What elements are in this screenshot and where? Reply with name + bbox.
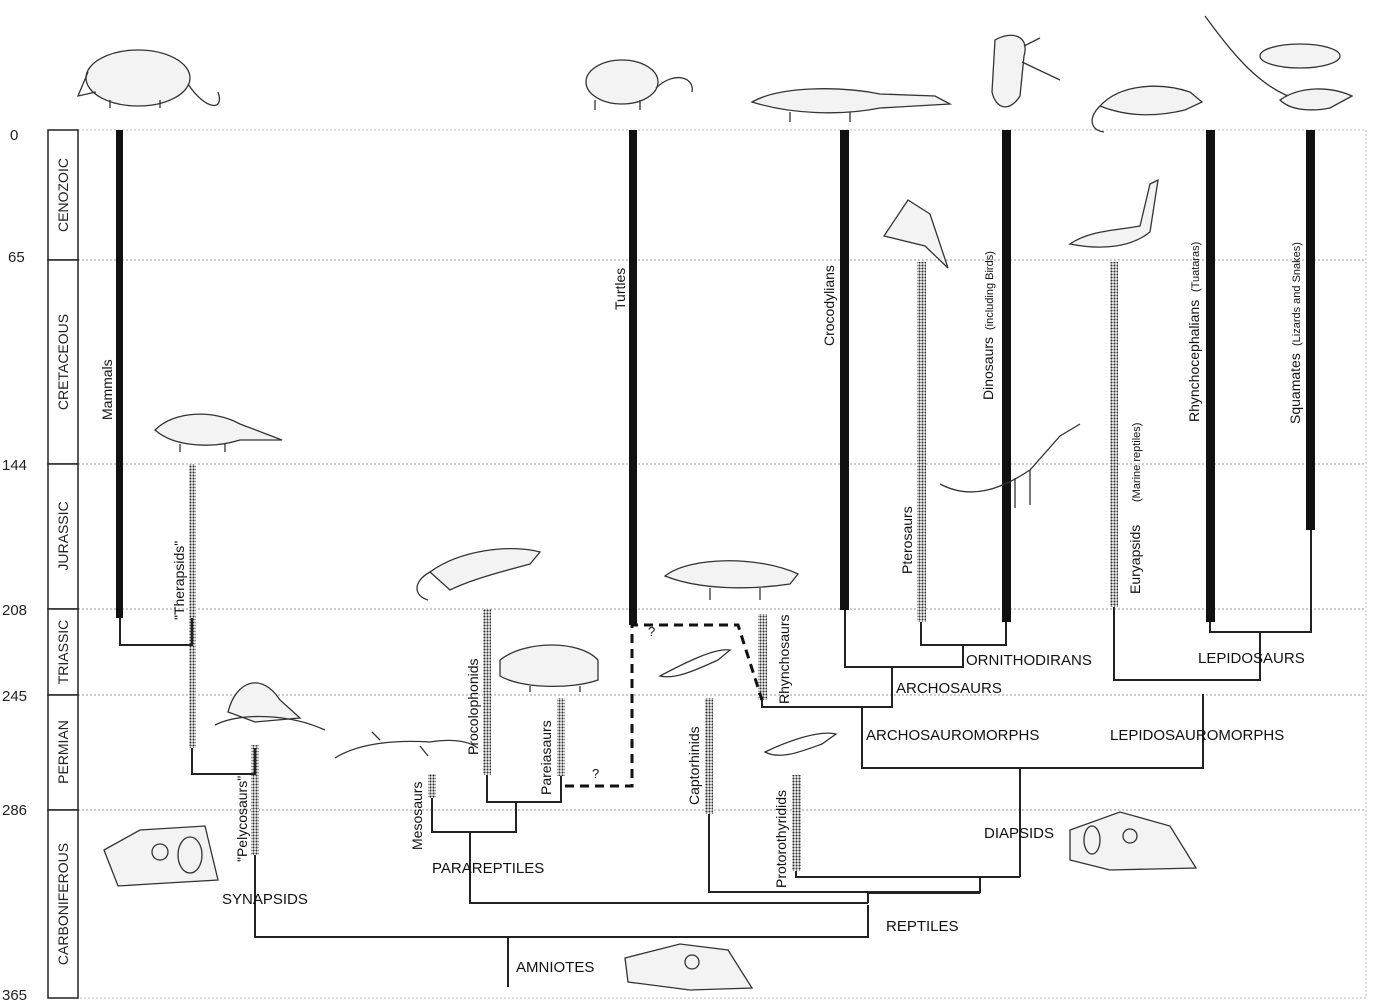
time-tick-labels: 0 65 144 208 245 286 365 — [2, 127, 27, 1003]
procolophonid-illustration — [417, 549, 540, 600]
pterosaur-illustration — [884, 200, 948, 268]
connector-turtles-uncertain — [565, 625, 762, 786]
clade-label-archosaurs: ARCHOSAURS — [896, 680, 1002, 697]
lineage-bar-rhynchosaurs — [758, 614, 767, 700]
taxon-note-dinosaurs: (including Birds) — [984, 251, 996, 330]
period-label-cretaceous: CRETACEOUS — [55, 314, 71, 410]
lineage-bar-squamates — [1306, 130, 1315, 530]
lineage-bar-protorothyridids — [792, 775, 801, 871]
clade-label-lepidosauromorphs: LEPIDOSAUROMORPHS — [1110, 727, 1284, 744]
clade-label-diapsids: DIAPSIDS — [984, 825, 1054, 842]
geologic-time-column: CENOZOIC CRETACEOUS JURASSIC TRIASSIC PE… — [48, 130, 78, 998]
plesiosaur-illustration — [1070, 180, 1158, 247]
clade-label-amniotes: AMNIOTES — [516, 959, 594, 976]
mesosaur-illustration — [335, 732, 478, 758]
tick-label-365: 365 — [2, 987, 27, 1003]
tuatara-illustration — [1092, 86, 1202, 132]
clade-label-reptiles: REPTILES — [886, 918, 959, 935]
lineage-bar-euryapsids — [1110, 262, 1118, 607]
lineage-bar-pterosaurs — [917, 262, 926, 622]
period-label-carboniferous: CARBONIFEROUS — [55, 843, 71, 965]
taxon-note-euryapsids: (Marine reptiles) — [1131, 423, 1143, 502]
connector-reptiles — [470, 870, 980, 903]
lineage-bar-mammals — [116, 130, 123, 618]
taxon-label-dinosaurs: Dinosaurs — [980, 337, 996, 400]
clade-label-ornithodirans: ORNITHODIRANS — [966, 652, 1092, 669]
clade-label-lepidosaurs: LEPIDOSAURS — [1198, 650, 1305, 667]
taxon-label-pelycosaurs: "Pelycosaurs" — [234, 776, 250, 862]
taxon-label-squamates: Squamates — [1287, 353, 1303, 424]
taxon-label-protorothyridids: Protorothyridids — [773, 790, 789, 888]
taxon-note-rhynchocephalians: (Tuataras) — [1190, 242, 1202, 292]
period-label-triassic: TRIASSIC — [55, 620, 71, 685]
taxon-label-captorhinids: Captorhinids — [686, 726, 702, 805]
protorothyridid-illustration — [765, 733, 836, 755]
lineage-bar-dinosaurs — [1002, 130, 1011, 622]
connector-synapsid-stem — [192, 748, 255, 774]
uncertainty-mark-turtles: ? — [648, 624, 655, 639]
lineage-bar-procolophonids — [483, 609, 491, 775]
connector-protorothyridids — [796, 871, 1020, 877]
clade-label-archosauromorphs: ARCHOSAUROMORPHS — [866, 727, 1039, 744]
clade-label-synapsids: SYNAPSIDS — [222, 891, 308, 908]
lineage-bar-crocodylians — [840, 130, 849, 610]
lineage-bar-pareiasaurs — [557, 698, 565, 776]
animal-illustrations — [78, 16, 1352, 990]
connector-mammals-therapsids — [120, 618, 192, 645]
period-label-cenozoic: CENOZOIC — [55, 158, 71, 232]
turtle-illustration — [586, 60, 692, 110]
captorhinid-illustration — [660, 650, 730, 677]
diapsid-skull-illustration — [1070, 812, 1196, 870]
taxon-label-pterosaurs: Pterosaurs — [899, 506, 915, 574]
taxon-label-turtles: Turtles — [612, 268, 628, 310]
taxon-label-pareiasaurs: Pareiasaurs — [538, 720, 554, 795]
tick-label-245: 245 — [2, 688, 27, 705]
tick-label-286: 286 — [2, 802, 27, 819]
period-label-jurassic: JURASSIC — [55, 501, 71, 570]
period-label-permian: PERMIAN — [55, 720, 71, 784]
taxon-label-therapsids: "Therapsids" — [171, 541, 187, 620]
taxon-label-mammals: Mammals — [99, 359, 115, 420]
taxon-label-crocodylians: Crocodylians — [821, 265, 837, 346]
uncertainty-mark-pareiasaurs: ? — [592, 766, 599, 781]
tick-label-208: 208 — [2, 602, 27, 619]
therapsid-illustration — [155, 414, 282, 452]
taxon-note-squamates: (Lizards and Snakes) — [1291, 242, 1303, 346]
taxon-label-mesosaurs: Mesosaurs — [409, 782, 425, 850]
taxon-label-rhynchosaurs: Rhynchosaurs — [776, 615, 792, 705]
lizard-snake-illustration — [1205, 16, 1352, 110]
amniote-skull-illustration — [625, 944, 752, 990]
tree-connectors — [120, 530, 1311, 987]
lineage-bar-mesosaurs — [428, 774, 436, 798]
bird-illustration — [992, 35, 1060, 107]
taxon-label-euryapsids: Euryapsids — [1127, 525, 1143, 594]
lineage-bar-rhynchocephalians — [1206, 130, 1215, 622]
lineage-bar-captorhinids — [705, 698, 713, 814]
rhynchosaur-illustration — [665, 561, 798, 600]
pareiasaur-illustration — [500, 645, 598, 692]
crocodile-illustration — [752, 89, 950, 122]
taxon-label-procolophonids: Procolophonids — [465, 658, 481, 755]
lineage-bar-therapsids — [189, 464, 196, 748]
connector-eureptiles — [709, 814, 1020, 892]
tick-label-0: 0 — [10, 127, 18, 144]
taxon-label-rhynchocephalians: Rhynchocephalians — [1186, 300, 1202, 422]
tick-label-144: 144 — [2, 457, 27, 474]
tick-label-65: 65 — [8, 249, 25, 266]
opossum-illustration — [78, 50, 219, 108]
synapsid-skull-illustration — [104, 826, 218, 886]
dimetrodon-illustration — [215, 683, 325, 730]
lineage-bar-turtles — [629, 130, 637, 625]
clade-label-parareptiles: PARAREPTILES — [432, 860, 544, 877]
